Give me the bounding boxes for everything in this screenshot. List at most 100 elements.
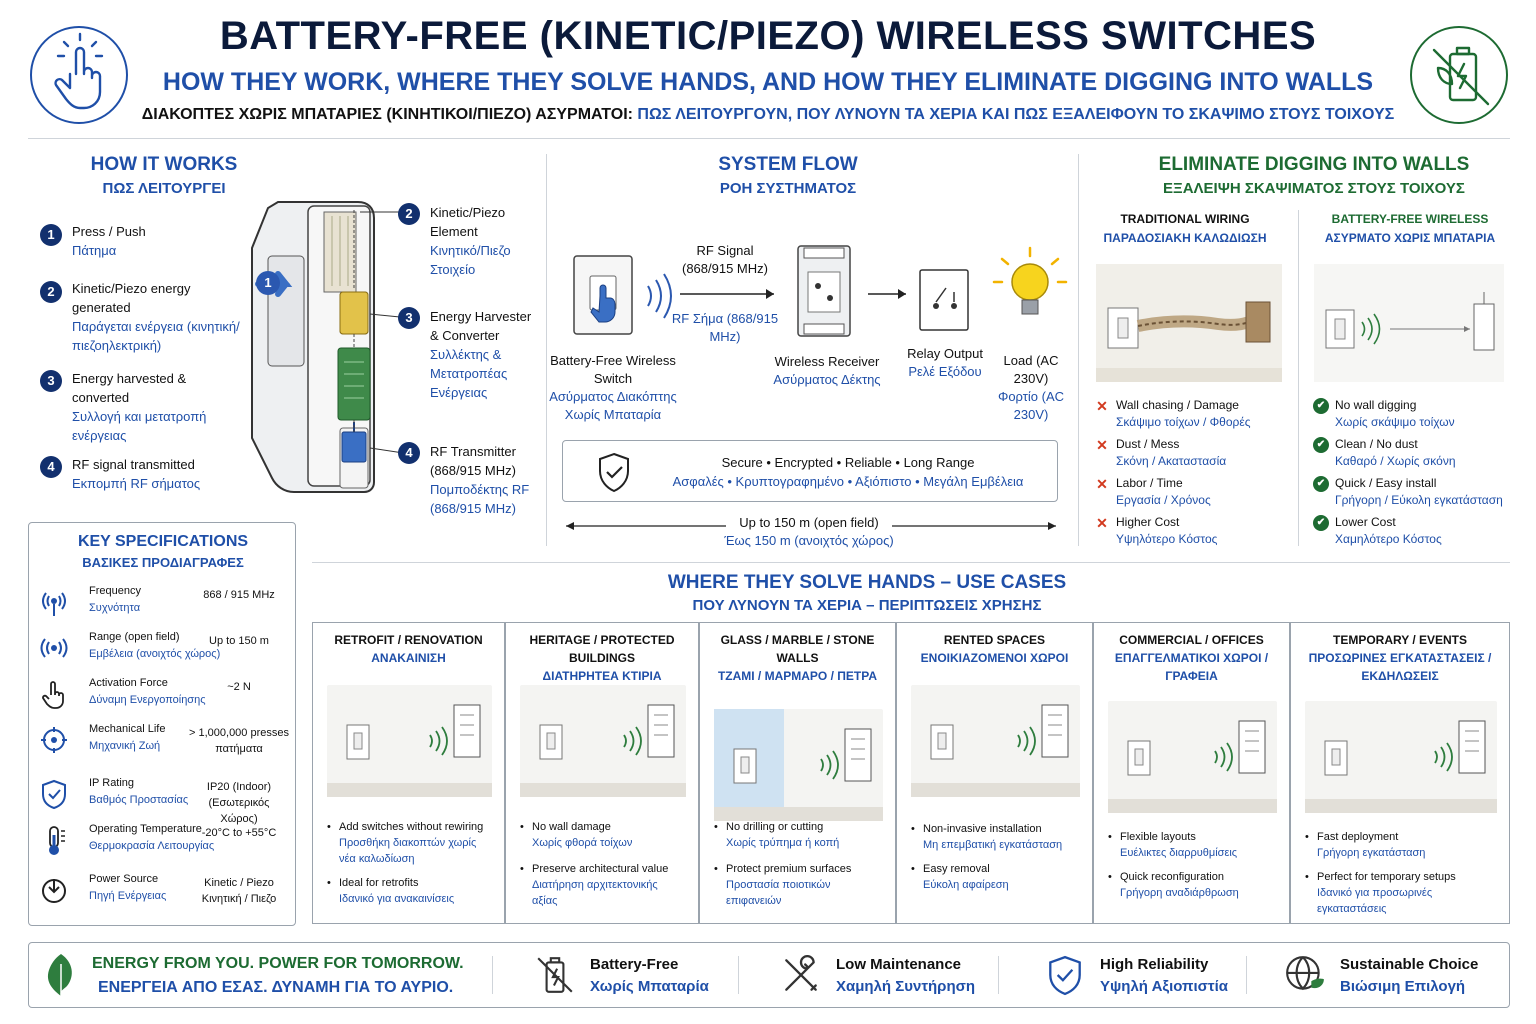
divider-right [1078, 154, 1079, 546]
spec-name-greek: Εμβέλεια (ανοιχτός χώρος) [89, 648, 221, 660]
footer-separator [738, 956, 739, 994]
spec-value: ~2 N [189, 679, 289, 695]
usecase-illustration [1108, 701, 1277, 813]
dig-title-greek: ΕΞΑΛΕΙΨΗ ΣΚΑΨΙΜΑΤΟΣ ΣΤΟΥΣ ΤΟΙΧΟΥΣ [1163, 180, 1465, 197]
check-icon: ✔ [1313, 437, 1329, 453]
benefit-label: No drilling or cutting [726, 821, 824, 833]
greek-title-highlight: ΠΩΣ ΛΕΙΤΟΥΡΓΟΥΝ, ΠΟΥ ΛΥΝΟΥΝ ΤΑ ΧΕΡΙΑ ΚΑΙ… [637, 106, 1395, 123]
usecase-illustration [714, 709, 883, 821]
shield-check-icon [1044, 954, 1086, 996]
spec-value: 868 / 915 MHz [189, 587, 289, 603]
spec-name-greek: Βαθμός Προστασίας [89, 794, 189, 806]
wl-title: BATTERY-FREE WIRELESS [1331, 212, 1489, 226]
footer-separator [492, 956, 493, 994]
finger-press-icon [39, 679, 69, 709]
relay-label-greek: Ρελέ Εξόδου [908, 364, 982, 379]
gear-cycle-icon [39, 725, 69, 755]
usecases-divider [312, 562, 1510, 563]
spec-name: Operating Temperature [89, 823, 202, 835]
thermometer-icon [39, 825, 69, 855]
spec-value-text: 868 / 915 MHz [203, 589, 275, 601]
header-right-icon [1410, 26, 1508, 124]
usecase-title: RETROFIT / RENOVATION [334, 633, 483, 647]
trad-title: TRADITIONAL WIRING [1120, 212, 1250, 226]
footer-slogan-greek: ΕΝΕΡΓΕΙΑ ΑΠΟ ΕΣΑΣ. ΔΥΝΑΜΗ ΓΙΑ ΤΟ ΑΥΡΙΟ. [98, 979, 454, 996]
benefit-label: Add switches without rewiring [339, 821, 484, 833]
bullet-icon: • [1305, 871, 1309, 883]
benefit-label: Quick reconfiguration [1120, 871, 1224, 883]
shield-check-icon [599, 452, 629, 493]
item-label: Quick / Easy install [1335, 476, 1437, 490]
spec-name-greek: Μηχανική Ζωή [89, 740, 161, 752]
benefit-label-greek: Γρήγορη αναδιάρθρωση [1120, 887, 1239, 899]
step-number: 3 [40, 370, 62, 392]
specs-title: KEY SPECIFICATIONS [77, 533, 249, 550]
usecase-title-greek: ΑΝΑΚΑΙΝΙΣΗ [371, 651, 446, 665]
usecase-illustration [911, 685, 1080, 797]
item-label-greek: Χωρίς σκάψιμο τοίχων [1335, 415, 1455, 429]
tools-icon [780, 954, 822, 996]
spec-name: Power Source [89, 873, 159, 885]
feature-label-greek: Χωρίς Μπαταρία [590, 978, 709, 995]
secure-text-greek: Ασφαλές • Κρυπτογραφημένο • Αξιόπιστο • … [672, 474, 1024, 489]
flow-title: SYSTEM FLOW [718, 154, 858, 175]
bullet-icon: • [714, 863, 718, 875]
signal-waves-icon [647, 273, 672, 319]
range-icon [39, 633, 69, 663]
spec-value-greek: πατήματα [215, 743, 263, 755]
switch-label-greek: Ασύρματος Διακόπτης Χωρίς Μπαταρία [549, 389, 677, 422]
receiver-label: Wireless Receiver [774, 354, 880, 369]
step-number: 1 [40, 224, 62, 246]
divider-left [546, 154, 547, 546]
step-label-greek: Συλλογή και μετατροπή ενέργειας [72, 409, 207, 443]
bullet-icon: • [520, 821, 524, 833]
shield-icon [39, 779, 69, 810]
how-title: HOW IT WORKS [90, 154, 238, 175]
relay-label: Relay Output [907, 346, 983, 361]
usecase-title: TEMPORARY / EVENTS [1332, 633, 1468, 647]
spec-name: IP Rating [89, 777, 135, 789]
header-divider [28, 138, 1510, 139]
usecases-title: WHERE THEY SOLVE HANDS – USE CASES [667, 572, 1067, 593]
trad-title-greek: ΠΑΡΑΔΟΣΙΑΚΗ ΚΑΛΩΔΙΩΣΗ [1103, 231, 1267, 245]
range-label: Up to 150 m (open field)Έως 150 m (ανοιχ… [724, 514, 894, 550]
feature-label-greek: Υψηλή Αξιοπιστία [1100, 978, 1229, 995]
spec-value-text: IP20 (Indoor) [206, 781, 272, 793]
usecase-illustration [1305, 701, 1497, 813]
benefit-label: Non-invasive installation [923, 823, 1042, 835]
benefit-label: No wall damage [532, 821, 611, 833]
benefit-label-greek: Γρήγορη εγκατάσταση [1317, 847, 1426, 859]
spec-value-text: ~2 N [227, 681, 251, 693]
spec-value-text: -20°C to +55°C [201, 827, 277, 839]
spec-name: Activation Force [89, 677, 168, 689]
rf-signal-label: RF Signal (868/915 MHz) [670, 242, 780, 278]
benefit-label-greek: Ευέλικτες διαρρυθμίσεις [1120, 847, 1238, 859]
wireless-install-image [1314, 264, 1504, 382]
step-number: 4 [40, 456, 62, 478]
leaf-icon [47, 954, 72, 996]
